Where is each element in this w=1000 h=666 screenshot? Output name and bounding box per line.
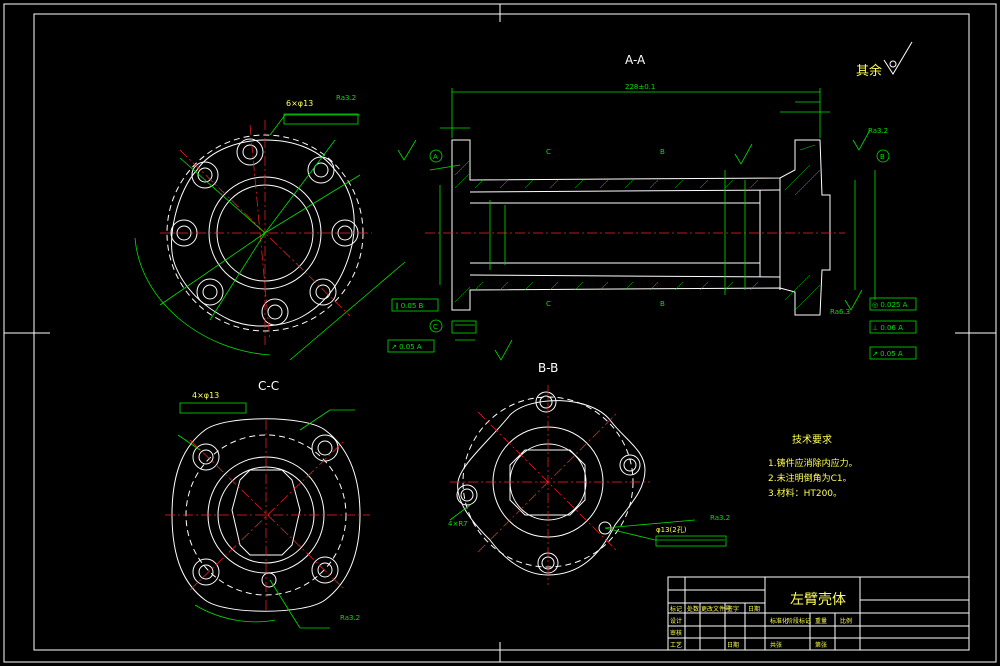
tech-line-2: 2.未注明倒角为C1。 (768, 472, 852, 484)
cc-hole-note: 4×φ13 (192, 391, 219, 400)
aa-roughness-low: Ra6.3 (830, 308, 850, 316)
fcf-4: ↗ 0.05 A (391, 343, 422, 351)
datum-b-label: B (880, 153, 885, 161)
view-label-cc: C-C (258, 379, 279, 393)
tb-cell-5: 设计 (670, 617, 682, 625)
cc-roughness: Ra3.2 (340, 614, 360, 622)
tb-cell-10: 审核 (670, 629, 682, 637)
technical-requirements: 技术要求 1.铸件应消除内应力。 2.未注明倒角为C1。 3.材料：HT200。 (768, 433, 858, 499)
datum-a-label: A (433, 153, 438, 161)
bb-hole-note: φ13(2孔) (656, 526, 687, 534)
tb-cell-8: 重量 (815, 617, 827, 625)
aa-roughness-marks (397, 129, 871, 361)
datum-markers: A B C (429, 149, 890, 333)
flange-front-view: 6×φ13 Ra3.2 (134, 94, 406, 361)
inner-frame-border (33, 13, 970, 651)
tb-cell-4: 日期 (748, 605, 760, 613)
flange-dimension-lines (134, 114, 406, 361)
bb-centerlines (450, 385, 650, 585)
tb-cell-11: 工艺 (670, 641, 682, 649)
tech-title: 技术要求 (792, 433, 832, 446)
aa-dimensions (429, 88, 876, 341)
tb-cell-12: 日期 (727, 641, 739, 649)
fcf-3: ⊥ 0.06 A (872, 324, 903, 332)
section-mark-c-top: C (546, 148, 551, 156)
tb-cell-13: 共张 (770, 641, 782, 649)
flange-roughness: Ra3.2 (336, 94, 356, 102)
title-block-cells: 标记 处数 更改文件号 签字 日期 设计 标准化 阶段标记 重量 比例 审核 工… (670, 605, 852, 649)
centering-marks (4, 4, 996, 662)
view-label-bb: B-B (538, 361, 558, 375)
tech-line-3: 3.材料：HT200。 (768, 487, 842, 499)
section-mark-c-bottom: C (546, 300, 551, 308)
surface-finish-rest-symbol: 其余 (856, 41, 913, 79)
fcf-2: ◎ 0.025 A (872, 301, 908, 309)
surface-finish-rest-label: 其余 (856, 63, 882, 79)
bb-section-view: φ13(2孔) Ra3.2 4×R7 (448, 385, 730, 585)
cc-leaders (177, 409, 355, 629)
datum-c-label: C (433, 323, 438, 331)
tb-cell-7: 阶段标记 (787, 617, 811, 625)
title-block: 左臂壳体 标记 处数 更改文件号 签字 日期 设计 标准化 阶段标记 重量 比例… (667, 576, 970, 651)
tb-cell-1: 处数 (687, 605, 699, 613)
part-name: 左臂壳体 (790, 591, 846, 608)
fcf-5: ↗ 0.05 A (872, 350, 903, 358)
fcf-1: ∥ 0.05 B (395, 302, 424, 310)
bb-radius-note: 4×R7 (448, 520, 468, 528)
bb-roughness: Ra3.2 (710, 514, 730, 522)
aa-section-marks: C C B B (546, 148, 665, 308)
feature-control-frames: ∥ 0.05 B ◎ 0.025 A ⊥ 0.06 A ↗ 0.05 A ↗ 0… (387, 297, 917, 360)
tb-cell-9: 比例 (840, 617, 852, 625)
bb-leaders (449, 504, 725, 541)
tb-cell-3: 签字 (727, 605, 739, 613)
tb-cell-0: 标记 (670, 605, 682, 613)
cc-bolt-holes (192, 434, 339, 588)
aa-hatch-bottom (454, 274, 821, 311)
tb-cell-14: 第张 (815, 641, 827, 649)
aa-overall-length: 228±0.1 (625, 83, 655, 91)
view-label-aa: A-A (625, 53, 646, 67)
aa-bore-lines (469, 178, 781, 290)
flange-hole-note: 6×φ13 (286, 99, 313, 108)
cc-section-view: 4×φ13 Ra3.2 (165, 391, 370, 629)
aa-section-view: 228±0.1 C C B B A B C Ra3.2 Ra6.3 (397, 83, 890, 361)
tech-line-1: 1.铸件应消除内应力。 (768, 457, 858, 469)
aa-hatch-top (454, 144, 821, 196)
aa-body-outline (451, 139, 831, 316)
cc-centerlines (165, 420, 370, 612)
tb-cell-6: 标准化 (770, 617, 788, 625)
tb-cell-2: 更改文件号 (701, 605, 731, 613)
section-mark-b-top: B (660, 148, 665, 156)
outer-sheet-border (3, 3, 997, 663)
aa-roughness-right: Ra3.2 (868, 127, 888, 135)
section-mark-b-bottom: B (660, 300, 665, 308)
